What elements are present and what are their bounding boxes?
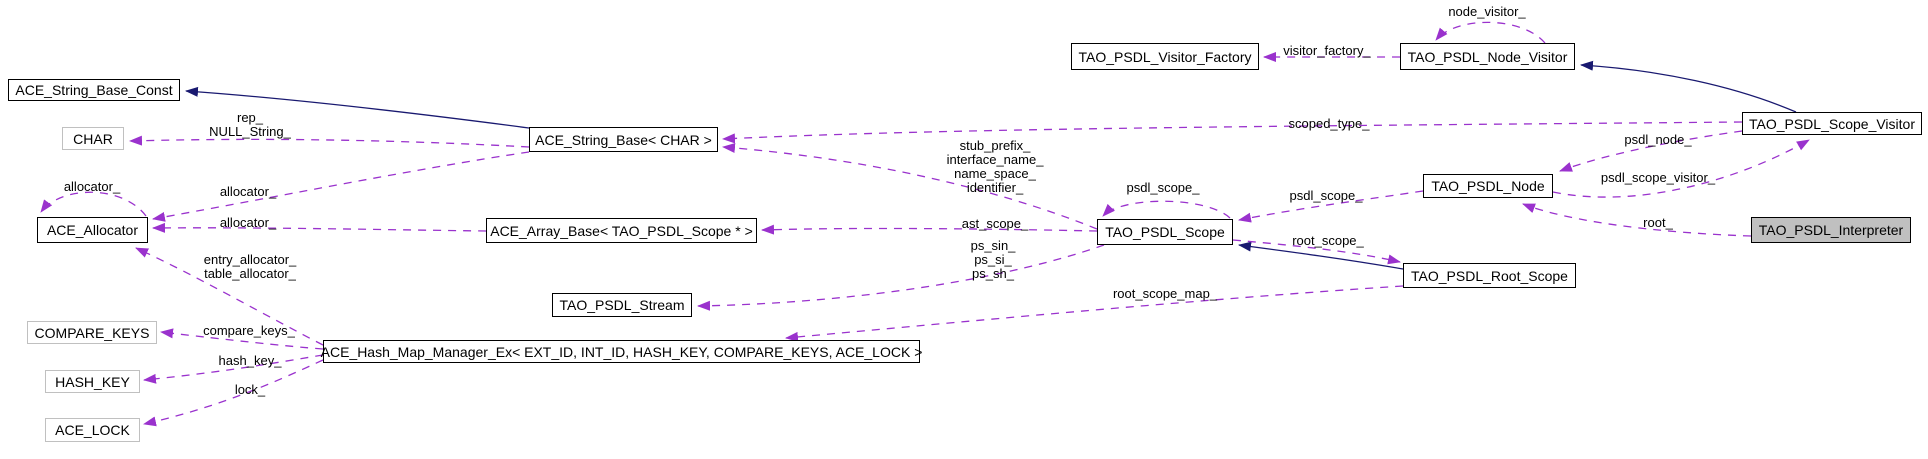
edge-label-stub-prefix: stub_prefix_	[959, 138, 1031, 153]
edge-root-from-interpreter	[1522, 203, 1752, 237]
edge-label-visitor-factory: visitor_factory_	[1283, 43, 1371, 58]
edge-psdl-scope-self-loop	[1102, 200, 1231, 219]
node-tao-psdl-visitor-factory[interactable]: TAO_PSDL_Visitor_Factory	[1071, 43, 1259, 70]
edge-inherit-scopevisitor-to-nodevisitor	[1580, 60, 1797, 113]
edge-label-psdl-scope-self: psdl_scope_	[1126, 180, 1200, 195]
node-tao-psdl-node-visitor[interactable]: TAO_PSDL_Node_Visitor	[1400, 43, 1575, 70]
edge-label-entry-table-allocator: entry_allocator_ table_allocator_	[200, 253, 300, 281]
edge-stub-prefix-bundle	[722, 142, 1098, 230]
edge-entry-table-allocator	[135, 247, 324, 346]
edge-label-ps-sh: ps_sh_	[972, 266, 1014, 281]
node-char: CHAR	[62, 127, 124, 150]
edge-node-visitor-self-loop	[1435, 21, 1546, 44]
edge-label-psdl-node: psdl_node_	[1624, 132, 1692, 147]
node-tao-psdl-root-scope[interactable]: TAO_PSDL_Root_Scope	[1403, 263, 1576, 288]
node-tao-psdl-scope[interactable]: TAO_PSDL_Scope	[1097, 219, 1233, 245]
edge-psdl-scope-visitor	[1552, 139, 1810, 198]
edge-label-root-scope-map: root_scope_map_	[1112, 286, 1218, 301]
edge-label-ast-scope: ast_scope_	[961, 216, 1029, 231]
edge-label-allocator-self: allocator_	[63, 179, 121, 194]
node-tao-psdl-scope-visitor[interactable]: TAO_PSDL_Scope_Visitor	[1742, 112, 1922, 135]
edge-ast-scope	[761, 224, 1098, 235]
edge-label-compare-keys: compare_keys_	[203, 323, 295, 338]
edge-label-rep-nullstring: rep_ NULL_String_	[200, 111, 300, 139]
edge-label-entry-allocator: entry_allocator_	[203, 252, 297, 267]
edge-inherit-stringbase-to-stringbaseconst	[185, 86, 530, 129]
edge-label-table-allocator: table_allocator_	[204, 266, 296, 281]
edge-label-lock: lock_	[234, 382, 266, 397]
edge-label-node-visitor: node_visitor_	[1448, 4, 1526, 19]
edge-root-scope	[1232, 239, 1401, 265]
edge-label-root: root_	[1643, 215, 1673, 230]
edge-inherit-rootscope-to-scope	[1238, 241, 1404, 270]
edge-allocator-from-arraybase	[152, 222, 487, 233]
edge-hash-key	[143, 354, 324, 384]
node-tao-psdl-interpreter: TAO_PSDL_Interpreter	[1751, 217, 1911, 243]
edge-psdl-scope-from-node	[1238, 190, 1424, 223]
node-tao-psdl-stream[interactable]: TAO_PSDL_Stream	[552, 293, 692, 317]
edge-label-ps-streams: ps_sin_ ps_si_ ps_sh_	[953, 239, 1033, 281]
edge-label-allocator-string: allocator_	[219, 184, 277, 199]
edge-scoped-type	[722, 121, 1743, 144]
edge-label-identifier: identifier_	[966, 180, 1024, 195]
edge-ps-streams-bundle	[697, 244, 1105, 311]
edge-label-null-string: NULL_String_	[209, 124, 291, 139]
edge-label-psdl-scope: psdl_scope_	[1289, 188, 1363, 203]
edge-label-hash-key: hash_key_	[218, 353, 282, 368]
node-ace-hash-map-manager-ex[interactable]: ACE_Hash_Map_Manager_Ex< EXT_ID, INT_ID,…	[321, 340, 922, 363]
edge-rep-nullstring	[129, 135, 530, 148]
edge-label-allocator-array: allocator_	[219, 215, 277, 230]
node-tao-psdl-node[interactable]: TAO_PSDL_Node	[1423, 174, 1553, 198]
edge-label-root-scope: root_scope_	[1292, 233, 1364, 248]
edge-compare-keys	[160, 328, 324, 350]
edge-lock	[143, 359, 324, 427]
node-ace-lock: ACE_LOCK	[45, 418, 140, 442]
edge-label-scoped-type: scoped_type_	[1288, 116, 1370, 131]
edge-label-ps-sin: ps_sin_	[970, 238, 1016, 253]
edge-label-interface-name: interface_name_	[946, 152, 1044, 167]
edge-label-stub-prefix-bundle: stub_prefix_ interface_name_ name_space_…	[943, 139, 1047, 195]
node-ace-array-base[interactable]: ACE_Array_Base< TAO_PSDL_Scope * >	[486, 218, 757, 243]
edge-label-ps-si: ps_si_	[974, 252, 1012, 267]
node-ace-string-base-char[interactable]: ACE_String_Base< CHAR >	[529, 127, 718, 152]
node-compare-keys: COMPARE_KEYS	[27, 321, 157, 344]
edge-allocator-self-loop	[40, 191, 147, 217]
edge-label-psdl-scope-visitor: psdl_scope_visitor_	[1600, 170, 1716, 185]
node-ace-allocator[interactable]: ACE_Allocator	[37, 217, 148, 243]
edge-label-name-space: name_space_	[954, 166, 1036, 181]
node-hash-key: HASH_KEY	[45, 370, 140, 393]
node-ace-string-base-const[interactable]: ACE_String_Base_Const	[8, 79, 180, 101]
edge-allocator-from-stringbase	[152, 151, 530, 222]
edge-label-rep: rep_	[236, 110, 264, 125]
edge-psdl-node	[1559, 130, 1743, 172]
